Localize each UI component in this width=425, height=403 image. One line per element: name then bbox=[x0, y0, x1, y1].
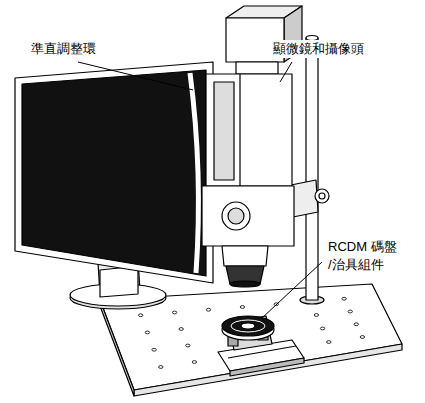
leader-line bbox=[262, 262, 322, 318]
plate-hole bbox=[314, 314, 318, 317]
part-label: 顯微鏡和攝像頭 bbox=[272, 40, 365, 58]
plate-hole bbox=[186, 344, 190, 347]
part-label: RCDM 碼盤 /治具組件 bbox=[327, 238, 401, 274]
plate-hole bbox=[192, 361, 196, 364]
rcdm-disc-fixture bbox=[218, 316, 304, 376]
plate-hole bbox=[172, 311, 176, 314]
plate-hole bbox=[152, 348, 156, 351]
monitor bbox=[15, 62, 213, 309]
leader-lines bbox=[78, 62, 322, 318]
plate-hole bbox=[159, 366, 163, 369]
plate-hole bbox=[320, 327, 324, 330]
plate-hole bbox=[206, 308, 210, 311]
plate-hole bbox=[179, 328, 183, 331]
plate-hole bbox=[342, 297, 346, 300]
plate-hole bbox=[354, 323, 358, 326]
plate-hole bbox=[139, 314, 143, 317]
plate-hole bbox=[348, 310, 352, 313]
plate-hole bbox=[360, 336, 364, 339]
plate-hole bbox=[145, 331, 149, 334]
leader-line bbox=[280, 62, 292, 82]
plate-hole bbox=[327, 341, 331, 344]
plate-hole bbox=[240, 306, 244, 309]
leader-line bbox=[78, 62, 193, 90]
part-label: 準直調整環 bbox=[30, 40, 97, 58]
